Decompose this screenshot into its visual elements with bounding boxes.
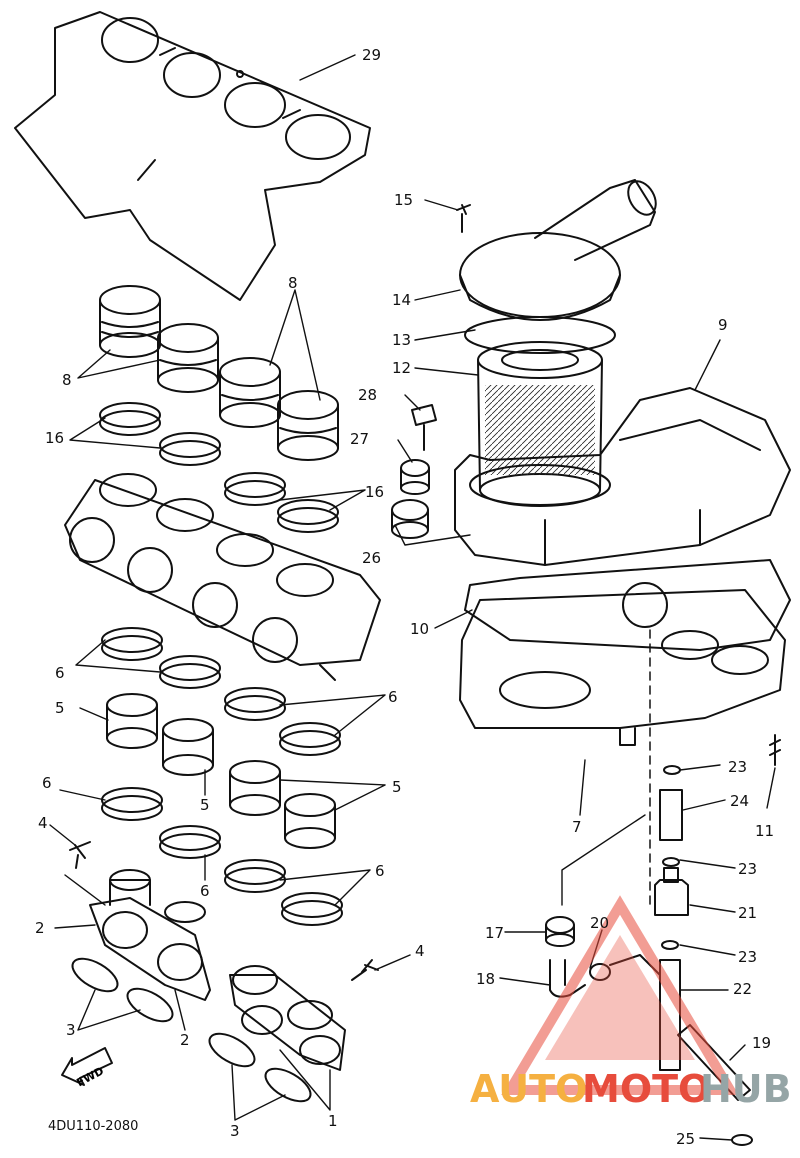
callout-c6d: 6 bbox=[200, 882, 210, 900]
callout-c24: 24 bbox=[730, 792, 749, 810]
callout-c2b: 2 bbox=[180, 1031, 190, 1049]
callout-c4b: 4 bbox=[415, 942, 425, 960]
callout-c8b: 8 bbox=[62, 371, 72, 389]
callout-c3b: 3 bbox=[230, 1122, 240, 1140]
callout-c12: 12 bbox=[392, 359, 411, 377]
callout-c6b: 6 bbox=[388, 688, 398, 706]
clamps-and-joints bbox=[101, 627, 343, 926]
callout-c15: 15 bbox=[394, 191, 413, 209]
callout-c28: 28 bbox=[358, 386, 377, 404]
callout-c6a: 6 bbox=[55, 664, 65, 682]
callout-c5a: 5 bbox=[55, 699, 65, 717]
callout-c5b: 5 bbox=[200, 796, 210, 814]
callout-c25: 25 bbox=[676, 1130, 695, 1148]
automotohub-watermark: AUTO MOTO HUB bbox=[470, 895, 792, 1111]
bolts bbox=[69, 841, 379, 981]
leader-lines bbox=[49, 54, 776, 1141]
mounting-hardware bbox=[391, 404, 437, 539]
callout-c7: 7 bbox=[572, 818, 582, 836]
breather-parts bbox=[545, 916, 661, 998]
callout-c23a: 23 bbox=[728, 758, 747, 776]
hose-clamps-upper bbox=[99, 402, 339, 533]
screw bbox=[456, 204, 471, 233]
o-ring bbox=[464, 316, 616, 354]
part-number-code: 4DU110-2080 bbox=[48, 1119, 138, 1134]
clip-25 bbox=[731, 1134, 753, 1146]
carburetor-caps bbox=[99, 285, 339, 461]
callout-c27: 27 bbox=[350, 430, 369, 448]
callout-c11: 11 bbox=[755, 822, 774, 840]
callout-c19: 19 bbox=[752, 1034, 771, 1052]
callout-c21: 21 bbox=[738, 904, 757, 922]
heat-shield-plate bbox=[14, 11, 371, 301]
callout-c6e: 6 bbox=[375, 862, 385, 880]
callout-c23b: 23 bbox=[738, 860, 757, 878]
callout-c14: 14 bbox=[392, 291, 411, 309]
callout-c3a: 3 bbox=[66, 1021, 76, 1039]
callout-c17: 17 bbox=[485, 924, 504, 942]
screw-11 bbox=[769, 734, 781, 766]
callout-c13: 13 bbox=[392, 331, 411, 349]
watermark-hub: HUB bbox=[700, 1067, 792, 1111]
air-filter-element bbox=[477, 341, 603, 507]
callout-c26: 26 bbox=[362, 549, 381, 567]
callout-c16a: 16 bbox=[45, 429, 64, 447]
air-box-upper bbox=[454, 387, 791, 566]
callout-c6c: 6 bbox=[42, 774, 52, 792]
callout-c9: 9 bbox=[718, 316, 728, 334]
carburetor-assembly bbox=[64, 473, 381, 681]
callout-c5c: 5 bbox=[392, 778, 402, 796]
callout-c22: 22 bbox=[733, 980, 752, 998]
air-box-lower bbox=[459, 582, 786, 906]
forward-arrow-icon bbox=[61, 1047, 113, 1086]
callout-c1: 1 bbox=[328, 1112, 338, 1130]
gaskets bbox=[71, 957, 312, 1103]
watermark-auto: AUTO bbox=[470, 1067, 587, 1111]
air-cleaner-cover bbox=[459, 179, 657, 321]
callout-c20: 20 bbox=[590, 914, 609, 932]
air-box-seal bbox=[464, 559, 791, 651]
callout-c10: 10 bbox=[410, 620, 429, 638]
callout-c23c: 23 bbox=[738, 948, 757, 966]
callout-c18: 18 bbox=[476, 970, 495, 988]
callout-c8a: 8 bbox=[288, 274, 298, 292]
callout-c2a: 2 bbox=[35, 919, 45, 937]
watermark-moto: MOTO bbox=[582, 1067, 710, 1111]
callout-c29: 29 bbox=[362, 46, 381, 64]
callout-c16b: 16 bbox=[365, 483, 384, 501]
callout-c4a: 4 bbox=[38, 814, 48, 832]
intake-manifolds bbox=[89, 869, 346, 1071]
